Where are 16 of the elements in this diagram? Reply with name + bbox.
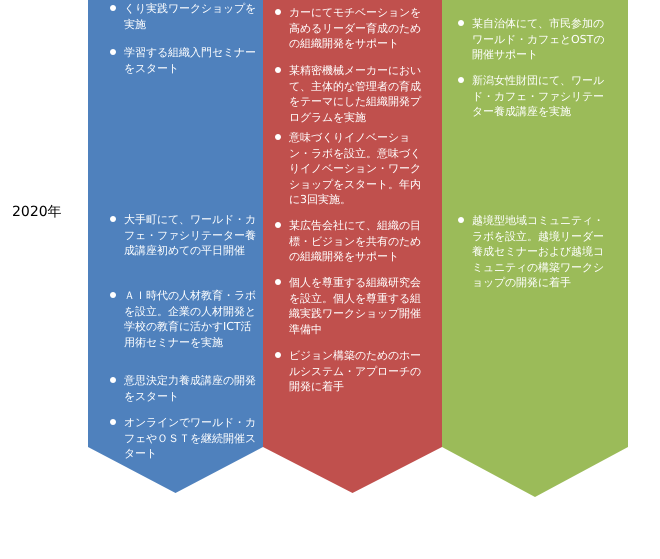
bullet-item: 某自治体にて、市民参加のワールド・カフェとOSTの開催サポート (458, 16, 610, 62)
bullet-item: 意思決定力養成講座の開発をスタート (110, 373, 258, 404)
bullet-item: くり実践ワークショップを実施 (110, 1, 258, 32)
bullet-item: 新潟女性財団にて、ワールド・カフェ・ファシリテーター養成講座を実施 (458, 73, 610, 120)
bullet-item: オンラインでワールド・カフェやＯＳＴを継続開催スタート (110, 415, 258, 462)
bullet-item: カーにてモチベーションを高めるリーダー育成のための組織開発をサポート (275, 5, 427, 52)
bullet-item: ＡＩ時代の人材教育・ラボを設立。企業の人材開発と学校の教育に活かすICT活用術セミナーを実施 (110, 288, 258, 350)
bullet-item: 学習する組織入門セミナーをスタート (110, 45, 258, 76)
bullet-item: 意味づくりイノベーション・ラボを設立。意味づくりイノベーション・ワークショップをスタート。年内に3回実施。 (275, 130, 427, 208)
bullet-item: 某精密機械メーカーにおいて、主体的な管理者の育成をテーマにした組織開発プログラムを実施 (275, 63, 427, 125)
year-label: 2020年 (12, 203, 62, 221)
bullet-item: ビジョン構築のためのホールシステム・アプローチの開発に着手 (275, 348, 427, 394)
bullet-item: 越境型地域コミュニティ・ラボを設立。越境リーダー養成セミナーおよび越境コミュニティの構築ワークショップの開発に着手 (458, 213, 610, 290)
bullet-item: 某広告会社にて、組織の目標・ビジョンを共有のための組織開発をサポート (275, 218, 427, 264)
bullet-item: 個人を尊重する組織研究会を設立。個人を尊重する組織実践ワークショップ開催準備中 (275, 275, 427, 337)
bullet-item: 大手町にて、ワールド・カフェ・ファシリテーター養成講座初めての平日開催 (110, 212, 258, 258)
